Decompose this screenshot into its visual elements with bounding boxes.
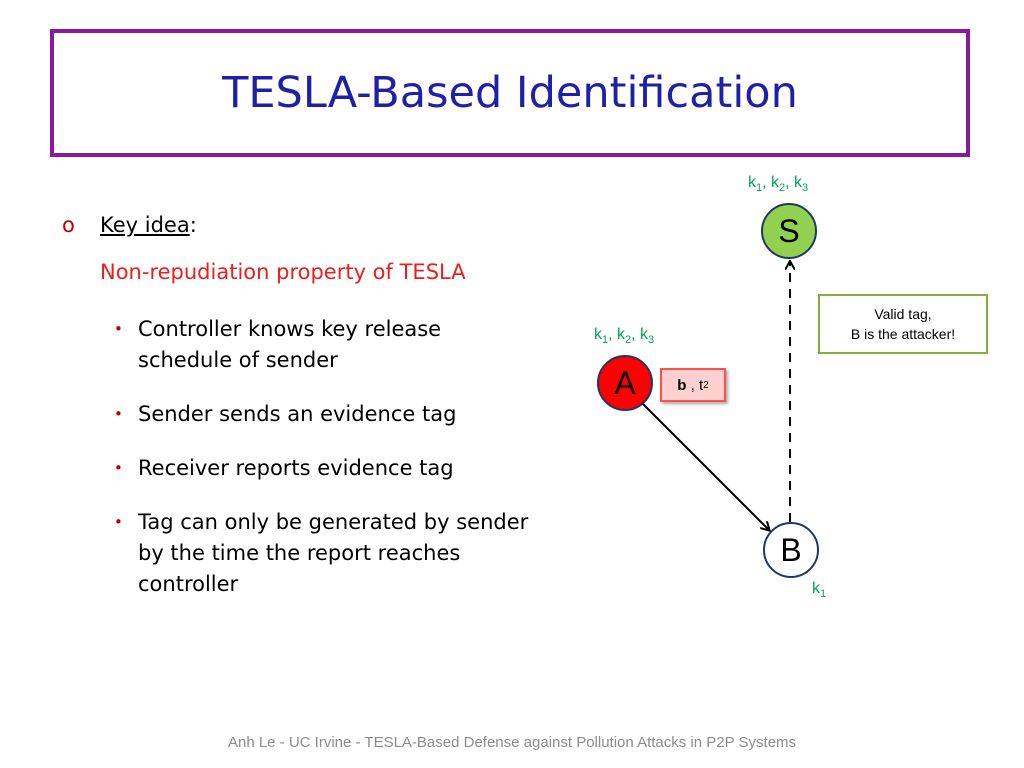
title-box: TESLA-Based Identification [50,29,970,157]
key-letter: k [640,326,649,343]
key-letter: k [594,326,602,343]
bullet-list: • Controller knows key release schedule o… [112,314,532,623]
node-a: A [597,355,653,411]
bullet-item: • Receiver reports evidence tag [112,453,532,484]
key-index: 1 [602,334,609,347]
bullet-text: Tag can only be generated by sender by t… [138,510,529,596]
key-index: 3 [802,182,809,195]
bullet-item: • Controller knows key release schedule o… [112,314,532,376]
bullet-item: • Sender sends an evidence tag [112,399,532,430]
key-index: 3 [648,334,655,347]
bullet-text: Sender sends an evidence tag [138,402,457,426]
bullet-marker: • [114,513,123,531]
bullet-marker: • [114,459,123,477]
key-index: 1 [820,588,827,601]
key-letter: k [771,174,780,191]
bullet-marker: • [114,405,123,423]
bullet-marker: • [114,320,123,338]
node-b: B [763,522,819,578]
key-letter: k [748,174,756,191]
evidence-tag-exponent: 2 [703,379,709,391]
non-repudiation-text: Non-repudiation property of TESLA [100,260,466,284]
key-separator: , [631,326,641,343]
callout-line-1: Valid tag, [874,306,932,322]
key-separator: , [762,174,772,191]
key-idea-line: o Key idea: [62,213,197,237]
key-letter: k [794,174,803,191]
evidence-tag-separator: , [686,376,699,394]
key-index: 1 [756,182,763,195]
bullet-text: Receiver reports evidence tag [138,456,454,480]
node-s: S [761,203,817,259]
key-idea-label: Key idea [100,213,190,237]
edge-a-to-b [640,401,769,530]
valid-tag-callout: Valid tag, B is the attacker! [818,294,988,354]
evidence-tag-b: b [677,376,687,394]
key-index: 2 [625,334,632,347]
evidence-tag-t: t [698,376,704,394]
slide-title: TESLA-Based Identification [222,68,798,118]
a-keys-label: k1, k2, k3 [594,326,654,346]
bullet-item: • Tag can only be generated by sender by … [112,507,532,600]
key-letter: k [617,326,626,343]
bullet-text: Controller knows key release schedule of… [138,317,442,372]
s-keys-label: k1, k2, k3 [748,174,808,194]
key-separator: , [608,326,618,343]
footer-text: Anh Le - UC Irvine - TESLA-Based Defense… [227,734,797,751]
key-idea-colon: : [189,213,197,237]
key-index: 2 [779,182,786,195]
key-separator: , [785,174,795,191]
key-idea-marker: o [62,213,75,237]
b-keys-label: k1 [812,580,826,600]
key-letter: k [812,580,820,597]
callout-line-2: B is the attacker! [850,326,956,342]
